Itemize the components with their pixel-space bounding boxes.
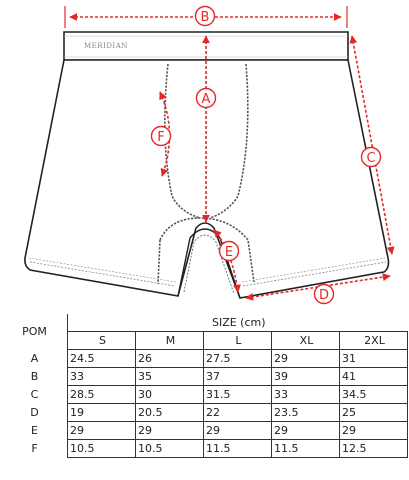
table-cell: 12.5 [339, 439, 408, 458]
table-cell: 25 [339, 403, 408, 422]
table-row: D 19 20.5 22 23.5 25 [0, 403, 408, 422]
table-cell: 22 [203, 403, 272, 422]
table-cell: 29 [203, 421, 272, 440]
pom-label: A [30, 352, 39, 365]
table-cell: 10.5 [135, 439, 204, 458]
table-cell: 24.5 [67, 349, 136, 368]
pom-label: D [30, 406, 39, 419]
marker-b: B [194, 5, 216, 27]
table-header-row: POM SIZE (cm) [0, 314, 408, 338]
table-cell: 20.5 [135, 403, 204, 422]
table-cell: 33 [271, 385, 340, 404]
table-cell: 29 [67, 421, 136, 440]
marker-e: E [218, 240, 240, 262]
pom-label: F [31, 442, 38, 455]
marker-a-label: A [202, 92, 211, 107]
table-row: E 29 29 29 29 29 [0, 421, 408, 440]
right-hem-stitch-2 [241, 257, 386, 283]
table-cell: 23.5 [271, 403, 340, 422]
size-chart-table: POM SIZE (cm) S M L XL 2XL A 24.5 26 27.… [0, 314, 408, 458]
measure-line-e [213, 229, 241, 293]
table-row: A 24.5 26 27.5 29 31 [0, 349, 408, 368]
size-col-s: S [67, 331, 136, 350]
pom-label: B [30, 370, 39, 383]
left-hem-stitch-2 [28, 257, 177, 283]
table-cell: 28.5 [67, 385, 136, 404]
marker-c: C [360, 146, 382, 168]
table-cell: 19 [67, 403, 136, 422]
table-row: F 10.5 10.5 11.5 11.5 12.5 [0, 439, 408, 458]
pom-label: C [30, 388, 39, 401]
table-cell: 29 [135, 421, 204, 440]
table-cell: 30 [135, 385, 204, 404]
table-cell: 31 [339, 349, 408, 368]
table-cell: 10.5 [67, 439, 136, 458]
size-header: SIZE (cm) [67, 314, 408, 332]
marker-f: F [150, 125, 172, 147]
table-cell: 29 [339, 421, 408, 440]
marker-b-label: B [201, 10, 210, 25]
right-hem-stitch [242, 261, 387, 287]
size-col-l: L [203, 331, 272, 350]
table-cell: 27.5 [203, 349, 272, 368]
marker-f-label: F [157, 130, 164, 145]
marker-a: A [195, 87, 217, 109]
measurement-markers: B A C D E F [150, 5, 382, 305]
size-col-m: M [135, 331, 204, 350]
brand-label: MERIDIAN [84, 42, 128, 50]
pom-label: E [31, 424, 38, 437]
table-row: C 28.5 30 31.5 33 34.5 [0, 385, 408, 404]
marker-e-label: E [225, 245, 233, 260]
table-cell: 26 [135, 349, 204, 368]
table-cell: 34.5 [339, 385, 408, 404]
size-col-xl: XL [271, 331, 340, 350]
table-cell: 29 [271, 349, 340, 368]
table-cell: 39 [271, 367, 340, 386]
table-row: B 33 35 37 39 41 [0, 367, 408, 386]
marker-d: D [313, 283, 335, 305]
measure-line-c [349, 35, 395, 255]
table-cell: 11.5 [203, 439, 272, 458]
marker-c-label: C [366, 151, 375, 166]
table-cell: 35 [135, 367, 204, 386]
table-cell: 41 [339, 367, 408, 386]
pom-header: POM [22, 325, 47, 339]
table-cell: 29 [271, 421, 340, 440]
marker-d-label: D [319, 288, 329, 303]
table-cell: 31.5 [203, 385, 272, 404]
table-cell: 37 [203, 367, 272, 386]
size-col-2xl: 2XL [339, 331, 408, 350]
boxer-brief-measurement-diagram: MERIDIAN B A C [24, 5, 395, 305]
table-cell: 33 [67, 367, 136, 386]
table-cell: 11.5 [271, 439, 340, 458]
